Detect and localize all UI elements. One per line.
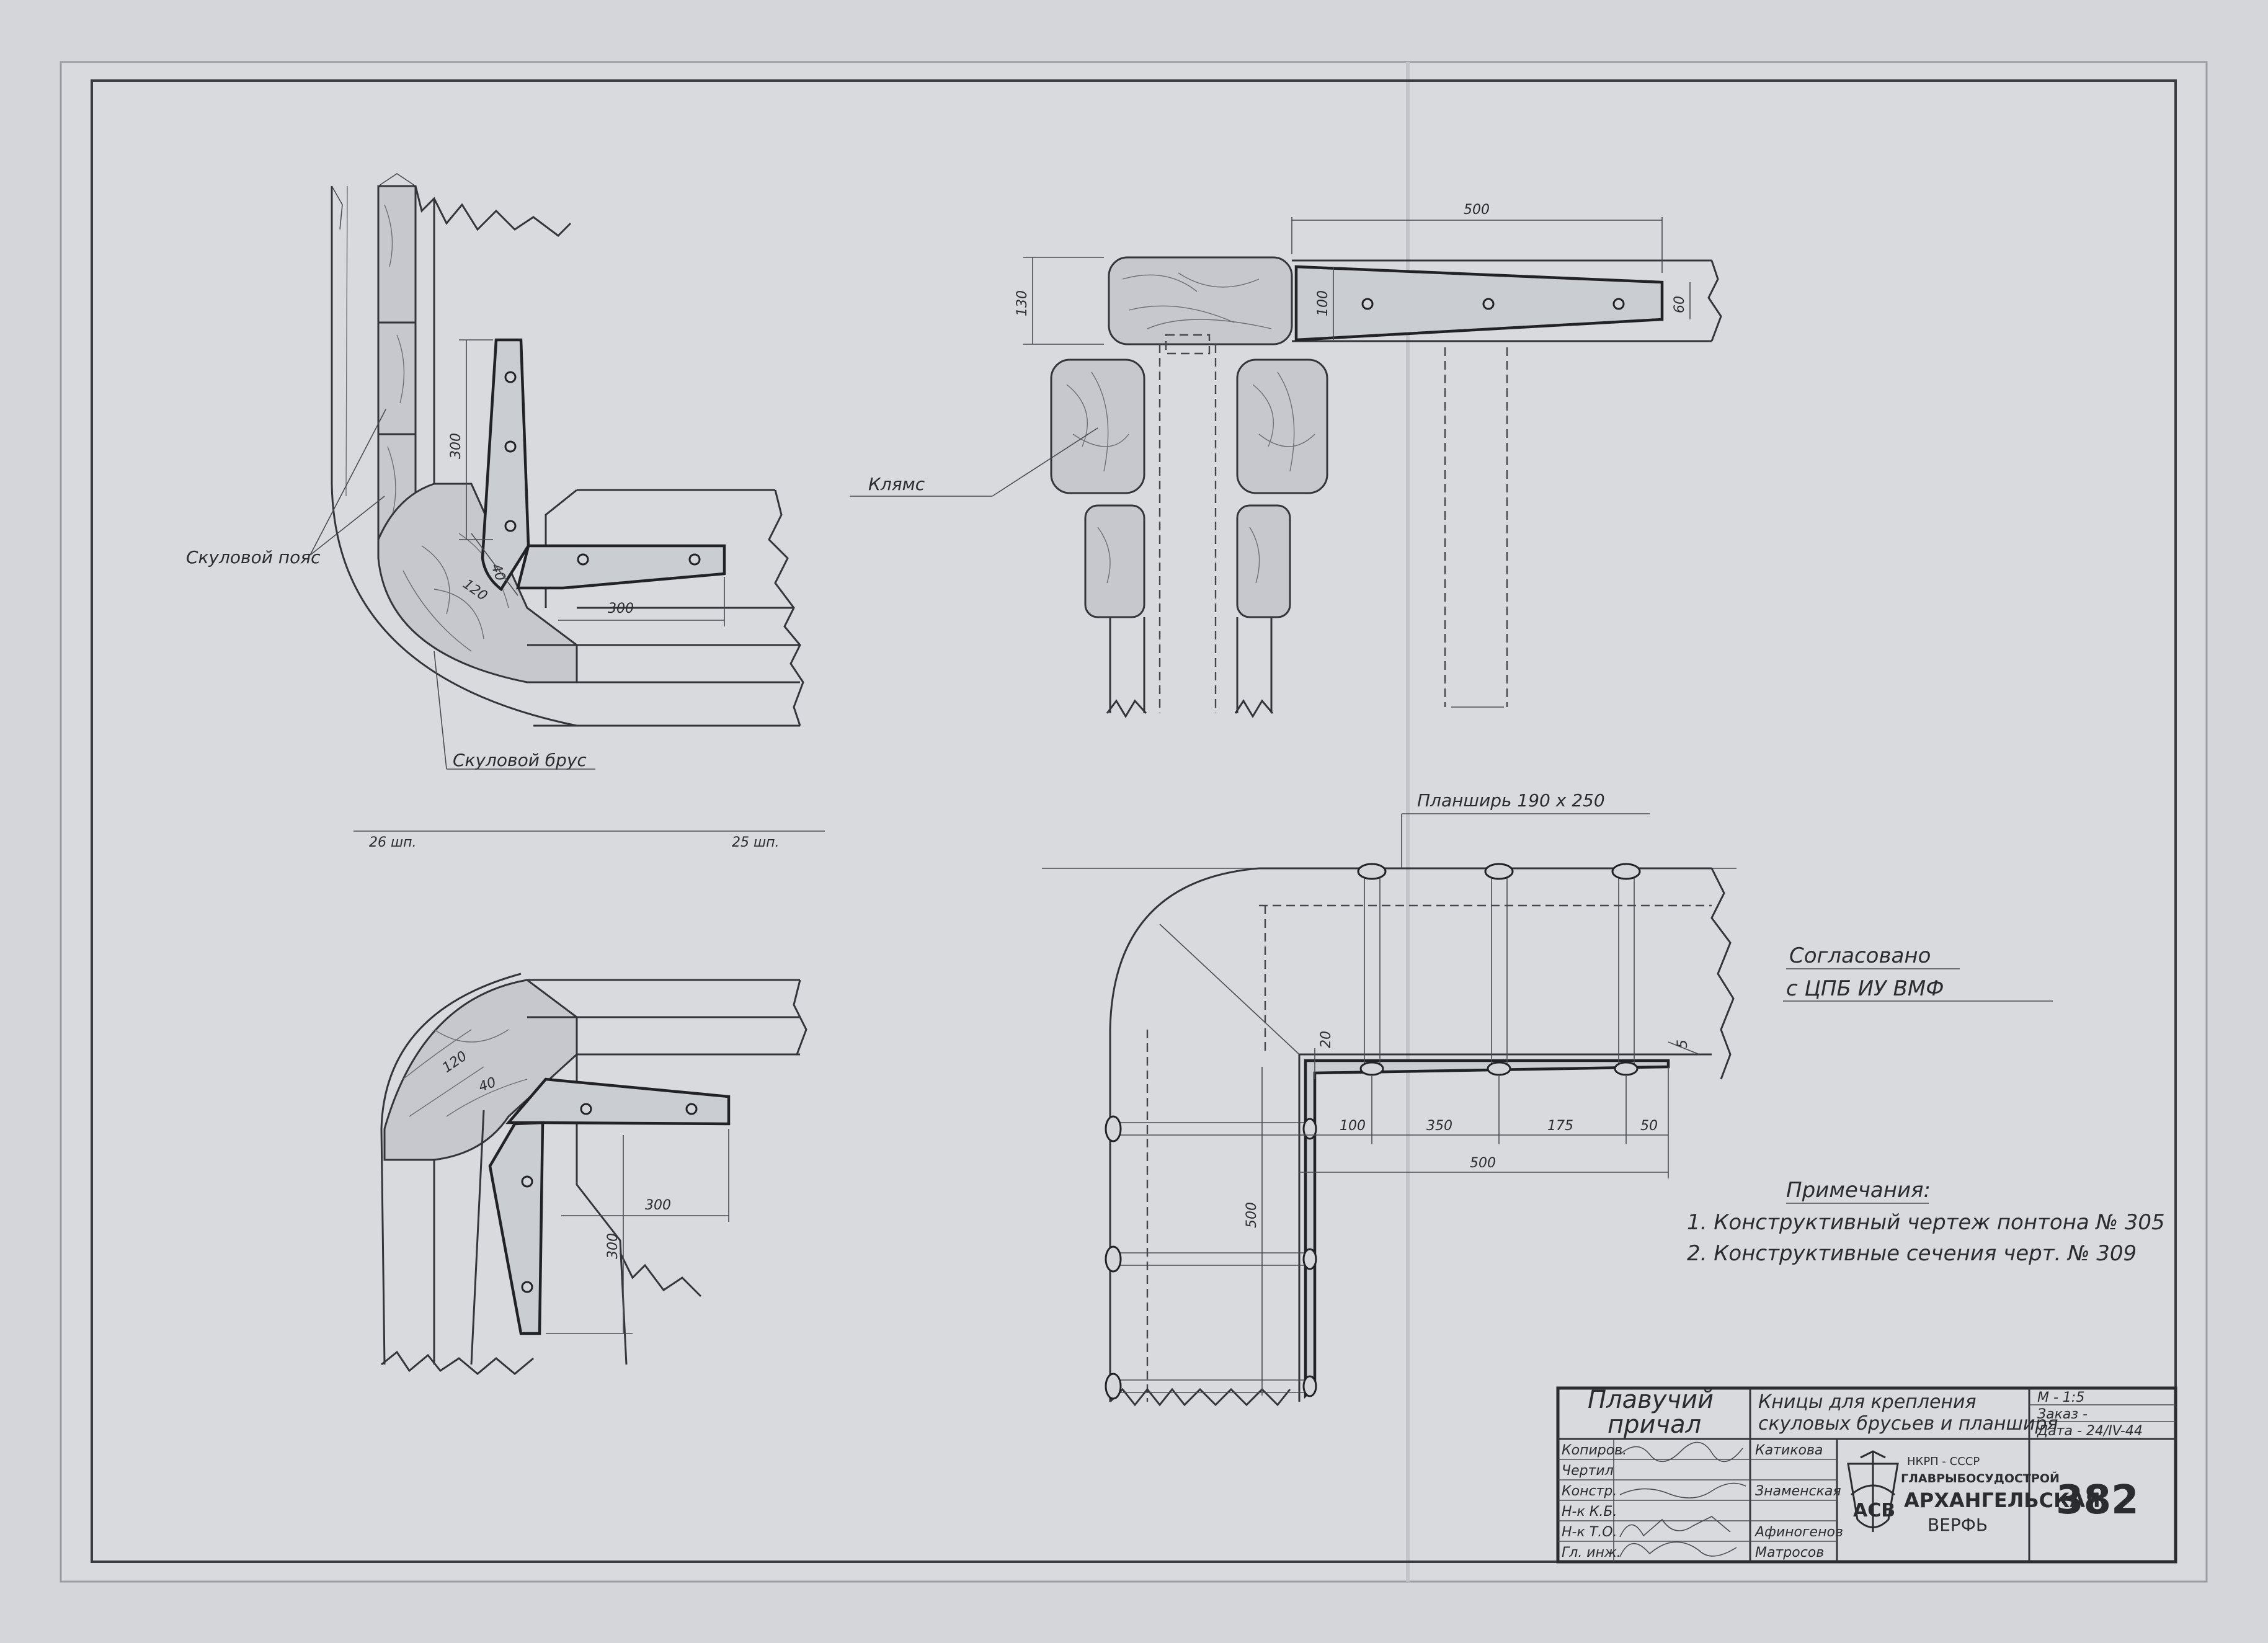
- tb-role-5: Н-к Т.О.: [1562, 1525, 1617, 1540]
- br-dim-175: 175: [1547, 1118, 1573, 1134]
- view-bottom-right: 100 350 175 50 500 500 20 5 Планширь 190…: [1042, 790, 1737, 1407]
- tb-title-line-2: скуловых брусьев и планширя: [1758, 1413, 2058, 1435]
- br-dim-100: 100: [1340, 1118, 1366, 1134]
- signature-5: [1619, 1516, 1731, 1538]
- notes-heading: Примечания:: [1786, 1178, 1931, 1203]
- org-line-2: ГЛАВРЫБОСУДОСТРОЙ: [1901, 1471, 2060, 1485]
- label-bilge-beam: Скуловой брус: [453, 750, 587, 770]
- org-line-4: ВЕРФЬ: [1928, 1515, 1988, 1535]
- br-dim-350: 350: [1426, 1118, 1452, 1134]
- tb-title-line-1: Кницы для крепления: [1758, 1391, 1977, 1413]
- org-line-3: АРХАНГЕЛЬСКАЯ: [1904, 1489, 2101, 1512]
- org-logo-icon: АСВ: [1847, 1450, 1899, 1532]
- tb-role-4: Н-к К.Б.: [1562, 1504, 1617, 1520]
- logo-letters: АСВ: [1853, 1500, 1895, 1521]
- drawing-frame: [91, 79, 2177, 1563]
- tr-dim-500: 500: [1464, 202, 1490, 218]
- title-block: Плавучий причал Кницы для крепления скул…: [1556, 1386, 2177, 1564]
- tb-object-line-1: Плавучий: [1588, 1386, 1714, 1414]
- approval-line-2: с ЦПБ ИУ ВМФ: [1786, 976, 1944, 1001]
- tb-name-6: Матросов: [1755, 1545, 1824, 1561]
- tb-role-6: Гл. инж.: [1562, 1545, 1621, 1561]
- bl-dim-300-vertical: 300: [605, 1233, 621, 1259]
- tr-dim-60: 60: [1672, 296, 1688, 313]
- approval-stamp: Согласовано с ЦПБ ИУ ВМФ: [1783, 943, 2053, 1002]
- bl-dim-300-horizontal: 300: [645, 1198, 671, 1213]
- tb-scale: М - 1:5: [2037, 1390, 2084, 1405]
- notes: Примечания: 1. Конструктивный чертеж пон…: [1687, 1178, 2165, 1266]
- br-dim-50: 50: [1640, 1118, 1658, 1134]
- tr-dim-100: 100: [1315, 290, 1331, 316]
- frame-25-label: 25 шп.: [732, 835, 780, 850]
- tb-name-3: Знаменская: [1755, 1484, 1841, 1499]
- tb-role-2: Чертил: [1562, 1463, 1614, 1479]
- tb-order: Заказ -: [2037, 1407, 2088, 1422]
- view-bottom-left: 300 300 120 40: [380, 973, 807, 1375]
- approval-line-1: Согласовано: [1789, 943, 1931, 968]
- view-top-left: 300 300 40 120 Скуловой пояс Скуловой бр…: [186, 173, 825, 850]
- signature-3: [1619, 1482, 1746, 1498]
- signature-6: [1619, 1541, 1737, 1557]
- tl-dim-300-vertical: 300: [448, 433, 464, 459]
- tr-dim-130: 130: [1015, 290, 1030, 316]
- view-top-right: 500 130 100 60 Клямс: [850, 202, 1722, 718]
- br-dim-500-vertical: 500: [1244, 1202, 1260, 1228]
- sheet-number: 382: [2056, 1477, 2139, 1523]
- label-gunwale: Планширь 190 х 250: [1417, 790, 1605, 811]
- tb-name-5: Афиногенов: [1754, 1525, 1843, 1540]
- br-dim-5: 5: [1675, 1040, 1691, 1048]
- label-clamp: Клямс: [868, 474, 925, 494]
- br-dim-500-horizontal: 500: [1470, 1155, 1496, 1171]
- tl-dim-300-horizontal: 300: [608, 601, 634, 617]
- tb-role-1: Копиров.: [1562, 1443, 1627, 1458]
- org-line-1: НКРП - СССР: [1907, 1455, 1980, 1468]
- br-dim-20: 20: [1319, 1031, 1334, 1048]
- tb-date: Дата - 24/IV-44: [2037, 1423, 2143, 1439]
- tb-role-3: Констр.: [1562, 1484, 1617, 1499]
- signature-1: [1619, 1441, 1743, 1463]
- label-bilge-belt: Скуловой пояс: [186, 547, 321, 568]
- note-item-1: 1. Конструктивный чертеж понтона № 305: [1687, 1210, 2165, 1235]
- tb-object-line-2: причал: [1608, 1410, 1701, 1439]
- note-item-2: 2. Конструктивные сечения черт. № 309: [1687, 1241, 2137, 1266]
- tb-name-1: Катикова: [1755, 1443, 1823, 1458]
- frame-26-label: 26 шп.: [369, 835, 417, 850]
